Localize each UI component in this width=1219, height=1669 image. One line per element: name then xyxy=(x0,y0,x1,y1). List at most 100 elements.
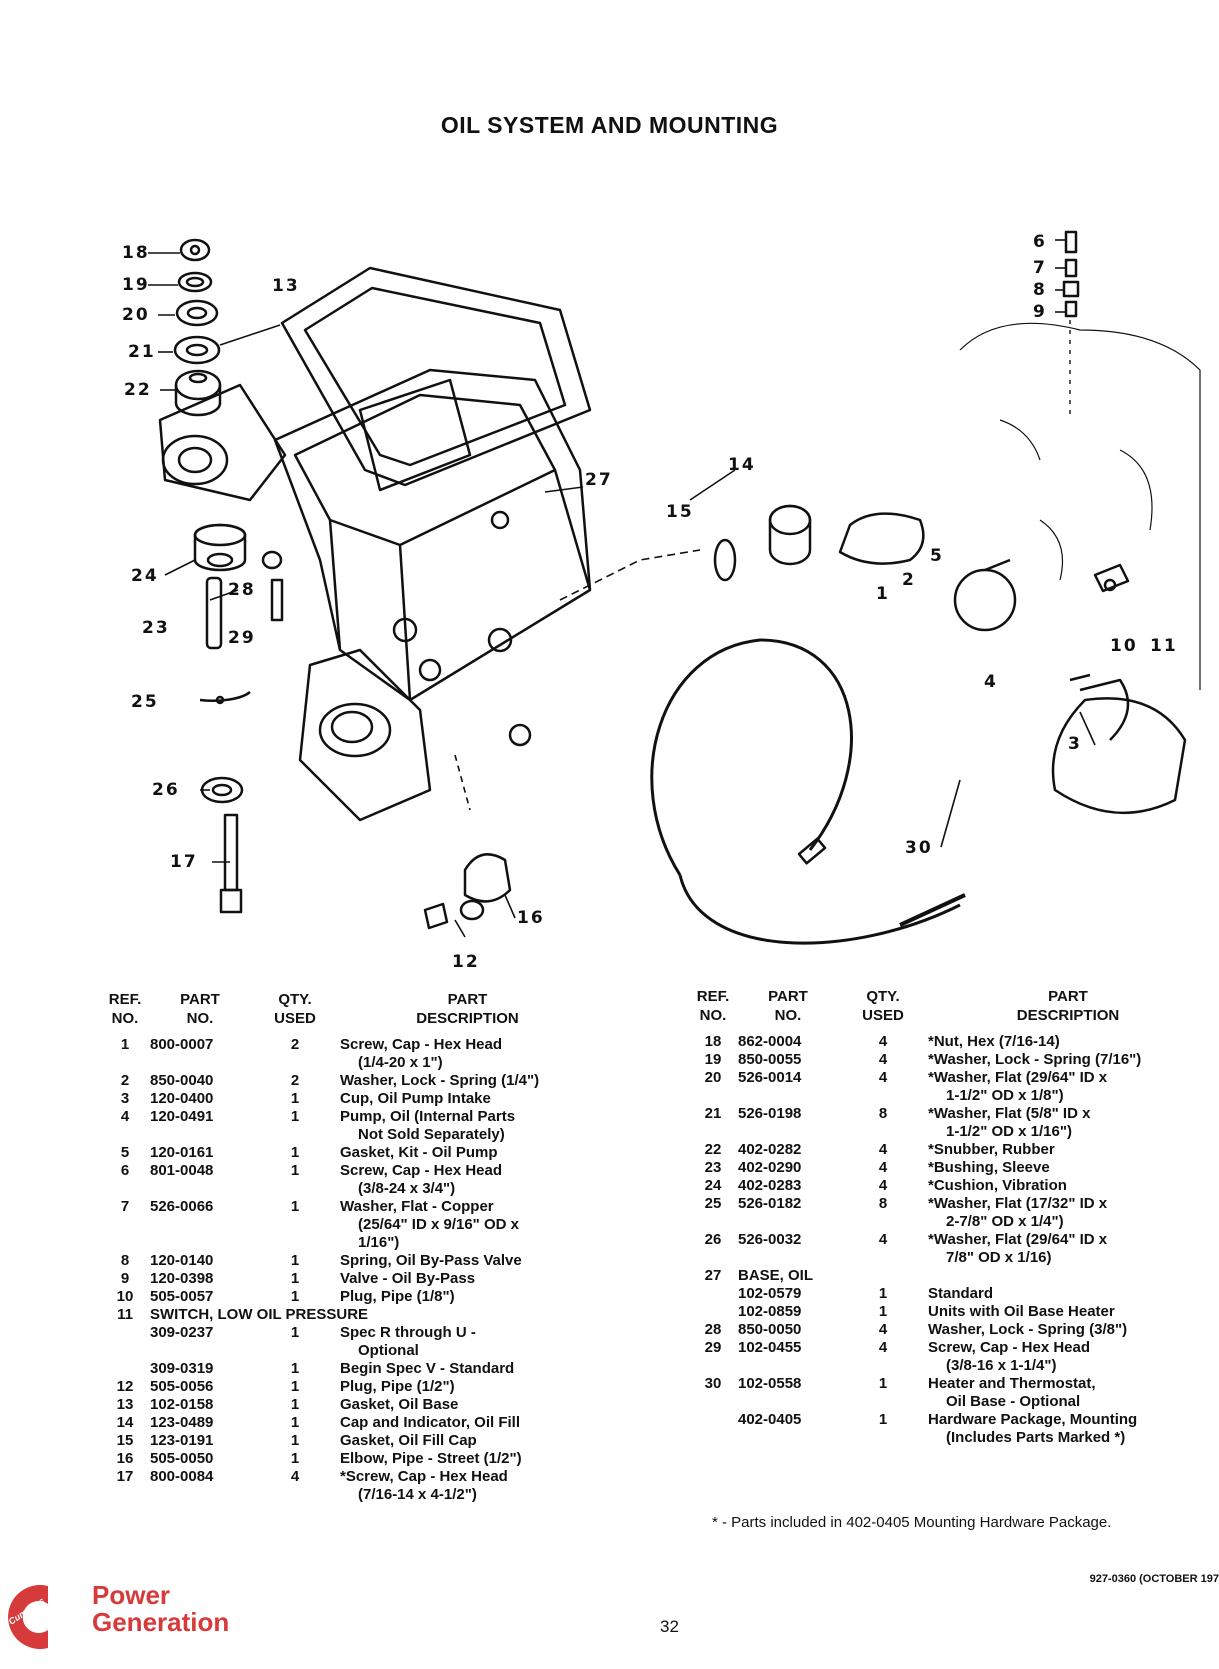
footnote: * - Parts included in 402-0405 Mounting … xyxy=(712,1514,1112,1531)
description-line: Units with Oil Base Heater xyxy=(928,1303,1115,1320)
part-no: 505-0056 xyxy=(150,1378,214,1395)
description-line: Elbow, Pipe - Street (1/2") xyxy=(340,1450,522,1467)
part-description: Washer, Flat - Copper(25/64" ID x 9/16" … xyxy=(340,1198,595,1252)
description-line: Hardware Package, Mounting xyxy=(928,1411,1138,1428)
part-no: 120-0161 xyxy=(150,1144,214,1161)
callout-9: 9 xyxy=(1033,302,1047,322)
part-description: Gasket, Oil Fill Cap xyxy=(340,1432,595,1450)
description-line: *Nut, Hex (7/16-14) xyxy=(928,1033,1060,1050)
part-no: 505-0057 xyxy=(150,1288,214,1305)
part-description: Plug, Pipe (1/2") xyxy=(340,1378,595,1396)
description-line: Optional xyxy=(358,1342,419,1359)
part-description: *Washer, Lock - Spring (7/16") xyxy=(928,1051,1208,1069)
qty-used: 1 xyxy=(290,1288,300,1305)
description-line: *Snubber, Rubber xyxy=(928,1141,1055,1158)
callout-5: 5 xyxy=(930,546,944,566)
qty-used: 4 xyxy=(878,1033,888,1050)
qty-used: 1 xyxy=(290,1108,300,1125)
part-no: 505-0050 xyxy=(150,1450,214,1467)
callout-16: 16 xyxy=(517,908,545,928)
description-line: *Washer, Flat (29/64" ID x xyxy=(928,1069,1108,1086)
part-no: 402-0405 xyxy=(738,1411,802,1428)
ref-no: 15 xyxy=(116,1432,134,1449)
qty-used: 8 xyxy=(878,1105,888,1122)
qty-used: 1 xyxy=(290,1270,300,1287)
ref-no xyxy=(100,1324,150,1360)
ref-no: 11 xyxy=(117,1306,133,1323)
description-line: Gasket, Oil Fill Cap xyxy=(340,1432,477,1449)
qty-used: 1 xyxy=(290,1432,300,1449)
ref-no: 20 xyxy=(704,1069,722,1086)
part-no: 402-0290 xyxy=(738,1159,802,1176)
ref-no: 10 xyxy=(116,1288,134,1305)
callout-20: 20 xyxy=(122,305,150,325)
qty-used: 1 xyxy=(290,1414,300,1431)
ref-no: 16 xyxy=(116,1450,134,1467)
ref-no xyxy=(100,1360,150,1378)
description-line: Spring, Oil By-Pass Valve xyxy=(340,1252,522,1269)
header-qty-used: QTY.USED xyxy=(274,991,316,1027)
qty-used: 1 xyxy=(290,1450,300,1467)
ref-no: 13 xyxy=(116,1396,134,1413)
description-line: Not Sold Separately) xyxy=(358,1126,505,1143)
ref-no: 3 xyxy=(120,1090,130,1107)
callout-7: 7 xyxy=(1033,258,1047,278)
qty-used: 4 xyxy=(878,1321,888,1338)
logo-line1: Power xyxy=(92,1580,171,1610)
part-no: 102-0859 xyxy=(738,1303,802,1320)
description-line: Screw, Cap - Hex Head xyxy=(340,1162,503,1179)
parts-row: 16 505-0050 1 Elbow, Pipe - Street (1/2") xyxy=(100,1450,595,1468)
part-description: *Snubber, Rubber xyxy=(928,1141,1208,1159)
callout-14: 14 xyxy=(728,455,756,475)
description-line: *Washer, Flat (17/32" ID x xyxy=(928,1195,1108,1212)
callout-27: 27 xyxy=(585,470,613,490)
description-line: Washer, Flat - Copper xyxy=(340,1198,494,1215)
part-description: *Nut, Hex (7/16-14) xyxy=(928,1033,1208,1051)
description-line: 7/8" OD x 1/16) xyxy=(946,1249,1052,1266)
part-description: Washer, Lock - Spring (1/4") xyxy=(340,1072,595,1090)
callout-1: 1 xyxy=(876,584,890,604)
ref-no: 25 xyxy=(704,1195,722,1212)
ref-no: 27 xyxy=(704,1267,722,1284)
ref-no: 22 xyxy=(704,1141,722,1158)
qty-used: 4 xyxy=(878,1159,888,1176)
part-no: 402-0282 xyxy=(738,1141,802,1158)
part-description: Washer, Lock - Spring (3/8") xyxy=(928,1321,1208,1339)
callout-29: 29 xyxy=(228,628,256,648)
qty-used: 1 xyxy=(290,1162,300,1179)
part-no: 526-0182 xyxy=(738,1195,802,1212)
section-heading: SWITCH, LOW OIL PRESSURE xyxy=(150,1306,369,1323)
part-description: Screw, Cap - Hex Head(3/8-16 x 1-1/4") xyxy=(928,1339,1208,1375)
qty-used: 2 xyxy=(290,1036,300,1053)
part-no: 850-0050 xyxy=(738,1321,802,1338)
part-description: *Screw, Cap - Hex Head(7/16-14 x 4-1/2") xyxy=(340,1468,595,1504)
part-description: Standard xyxy=(928,1285,1208,1303)
parts-row: 11 SWITCH, LOW OIL PRESSURE xyxy=(100,1306,595,1324)
header-ref-no: REF.NO. xyxy=(696,988,730,1024)
qty-used: 8 xyxy=(878,1195,888,1212)
ref-no: 9 xyxy=(120,1270,130,1287)
callout-2: 2 xyxy=(902,570,916,590)
callout-4: 4 xyxy=(984,672,998,692)
description-line: Cup, Oil Pump Intake xyxy=(340,1090,491,1107)
ref-no: 30 xyxy=(704,1375,722,1392)
callout-22: 22 xyxy=(124,380,152,400)
description-line: (3/8-24 x 3/4") xyxy=(358,1180,456,1197)
description-line: *Washer, Flat (29/64" ID x xyxy=(928,1231,1108,1248)
part-no: 850-0055 xyxy=(738,1051,802,1068)
description-line: (3/8-16 x 1-1/4") xyxy=(946,1357,1057,1374)
